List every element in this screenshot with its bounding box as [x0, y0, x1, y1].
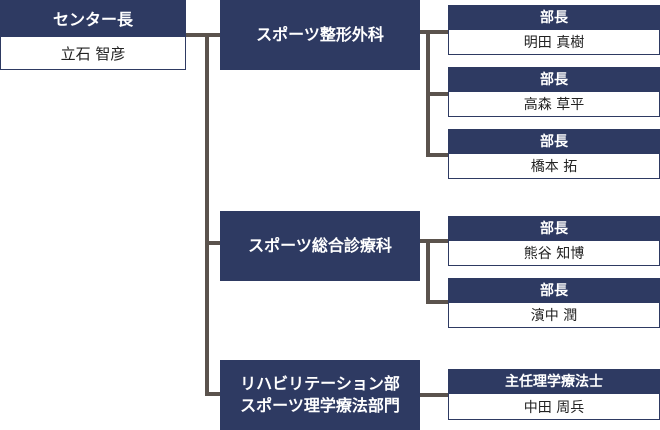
staff-title: 部長 — [448, 216, 660, 240]
connector-d2-stem — [420, 393, 448, 397]
staff-name: 中田 周兵 — [448, 393, 660, 420]
staff-title: 部長 — [448, 129, 660, 153]
connector-trunk — [205, 33, 209, 396]
connector-d1-s1 — [426, 300, 448, 304]
connector-d1-vertical — [426, 239, 430, 303]
staff-title: 部長 — [448, 278, 660, 302]
dept-rehabilitation: リハビリテーション部 スポーツ理学療法部門 — [220, 360, 420, 430]
dept-rehabilitation-line2: スポーツ理学療法部門 — [240, 396, 400, 415]
connector-d1-stem — [420, 239, 448, 243]
staff-title: 部長 — [448, 67, 660, 91]
dept-rehabilitation-line1: リハビリテーション部 — [240, 374, 400, 393]
director-title: センター長 — [0, 0, 186, 36]
connector-d0-s1 — [426, 92, 448, 96]
staff-title: 主任理学療法士 — [448, 369, 660, 393]
connector-d0-stem — [420, 30, 448, 34]
connector-d0-s2 — [426, 153, 448, 157]
connector-director — [186, 33, 220, 37]
staff-name: 橋本 拓 — [448, 153, 660, 179]
staff-name: 明田 真樹 — [448, 29, 660, 55]
connector-dept-1 — [205, 241, 220, 245]
dept-sports-orthopedics: スポーツ整形外科 — [220, 0, 420, 70]
connector-dept-2 — [205, 392, 220, 396]
director-name: 立石 智彦 — [0, 36, 186, 70]
staff-title: 部長 — [448, 5, 660, 29]
staff-name: 熊谷 知博 — [448, 240, 660, 266]
staff-name: 高森 草平 — [448, 91, 660, 117]
staff-name: 濱中 潤 — [448, 302, 660, 328]
dept-sports-general-medicine: スポーツ総合診療科 — [220, 211, 420, 281]
